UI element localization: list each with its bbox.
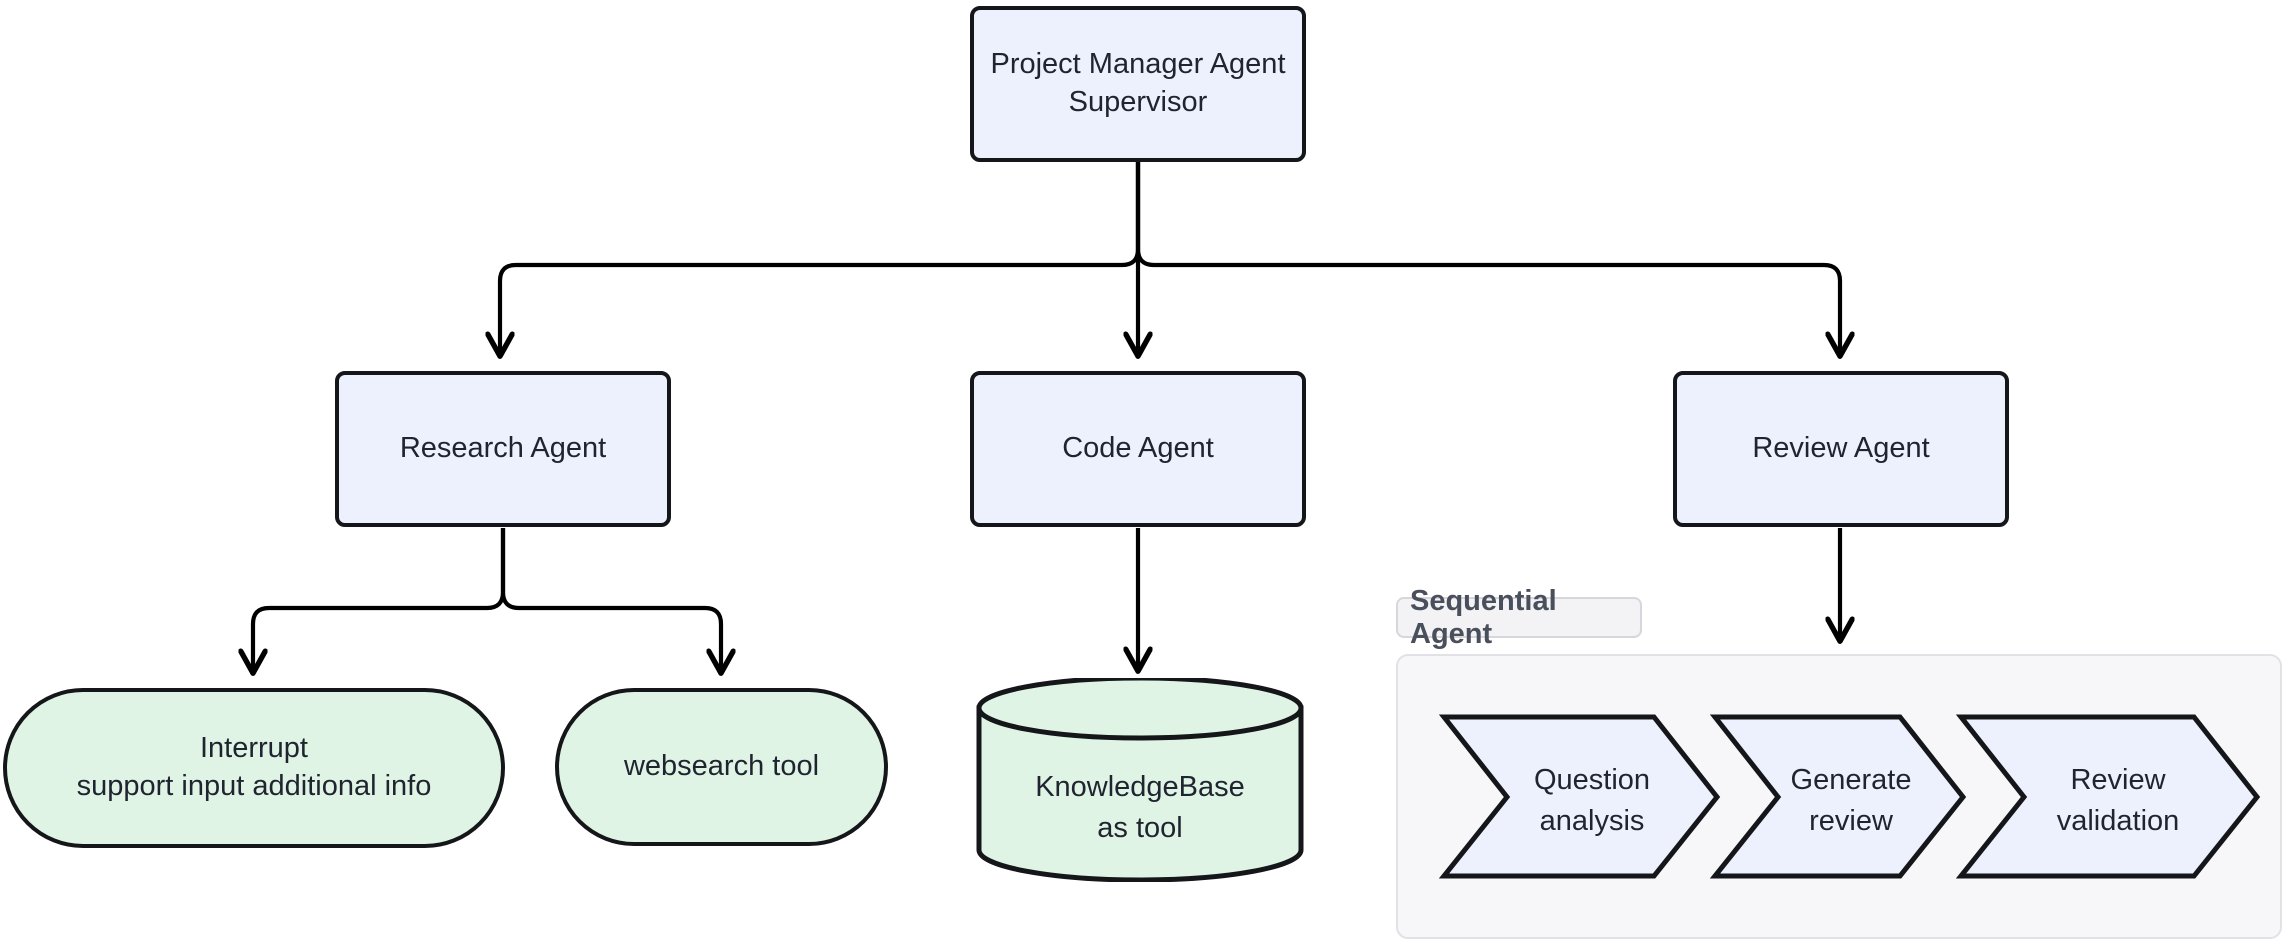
step-3-line-1: Review	[2070, 764, 2166, 796]
edge-research-to-interrupt	[253, 528, 506, 672]
sequential-steps-layer: Question analysis Generate review Review…	[1438, 714, 2261, 879]
subgraph-sequential-agent-label: Sequential Agent	[1396, 585, 1642, 650]
step-question-analysis[interactable]: Question analysis	[1438, 714, 1721, 879]
cylinder-top	[976, 678, 1304, 741]
cylinder-body	[976, 705, 1304, 882]
step-generate-review[interactable]: Generate review	[1709, 714, 1967, 879]
knowledgebase-line-2: as tool	[1097, 812, 1182, 844]
step-1-line-1: Question	[1534, 764, 1650, 796]
node-interrupt[interactable]: Interrupt support input additional info	[3, 688, 505, 848]
step-2-line-1: Generate	[1791, 764, 1912, 796]
step-3-line-2: validation	[2057, 805, 2180, 837]
chevron-shape-2	[1709, 714, 1967, 879]
node-knowledgebase[interactable]: KnowledgeBase as tool	[968, 678, 1312, 882]
edge-supervisor-to-research	[500, 162, 1141, 355]
step-1-line-2: analysis	[1540, 805, 1645, 837]
knowledgebase-line-1: KnowledgeBase	[1035, 771, 1245, 803]
chevron-shape-3	[1955, 714, 2261, 879]
node-websearch-tool[interactable]: websearch tool	[555, 688, 888, 846]
edge-research-to-websearch	[500, 528, 721, 672]
node-supervisor[interactable]: Project Manager Agent Supervisor	[970, 6, 1306, 162]
chevron-shape-1	[1438, 714, 1721, 879]
node-research-agent[interactable]: Research Agent	[335, 371, 671, 527]
step-2-line-2: review	[1809, 805, 1894, 837]
node-code-agent[interactable]: Code Agent	[970, 371, 1306, 527]
node-review-agent[interactable]: Review Agent	[1673, 371, 2009, 527]
step-review-validation[interactable]: Review validation	[1955, 714, 2261, 879]
edge-supervisor-to-review	[1135, 162, 1840, 355]
